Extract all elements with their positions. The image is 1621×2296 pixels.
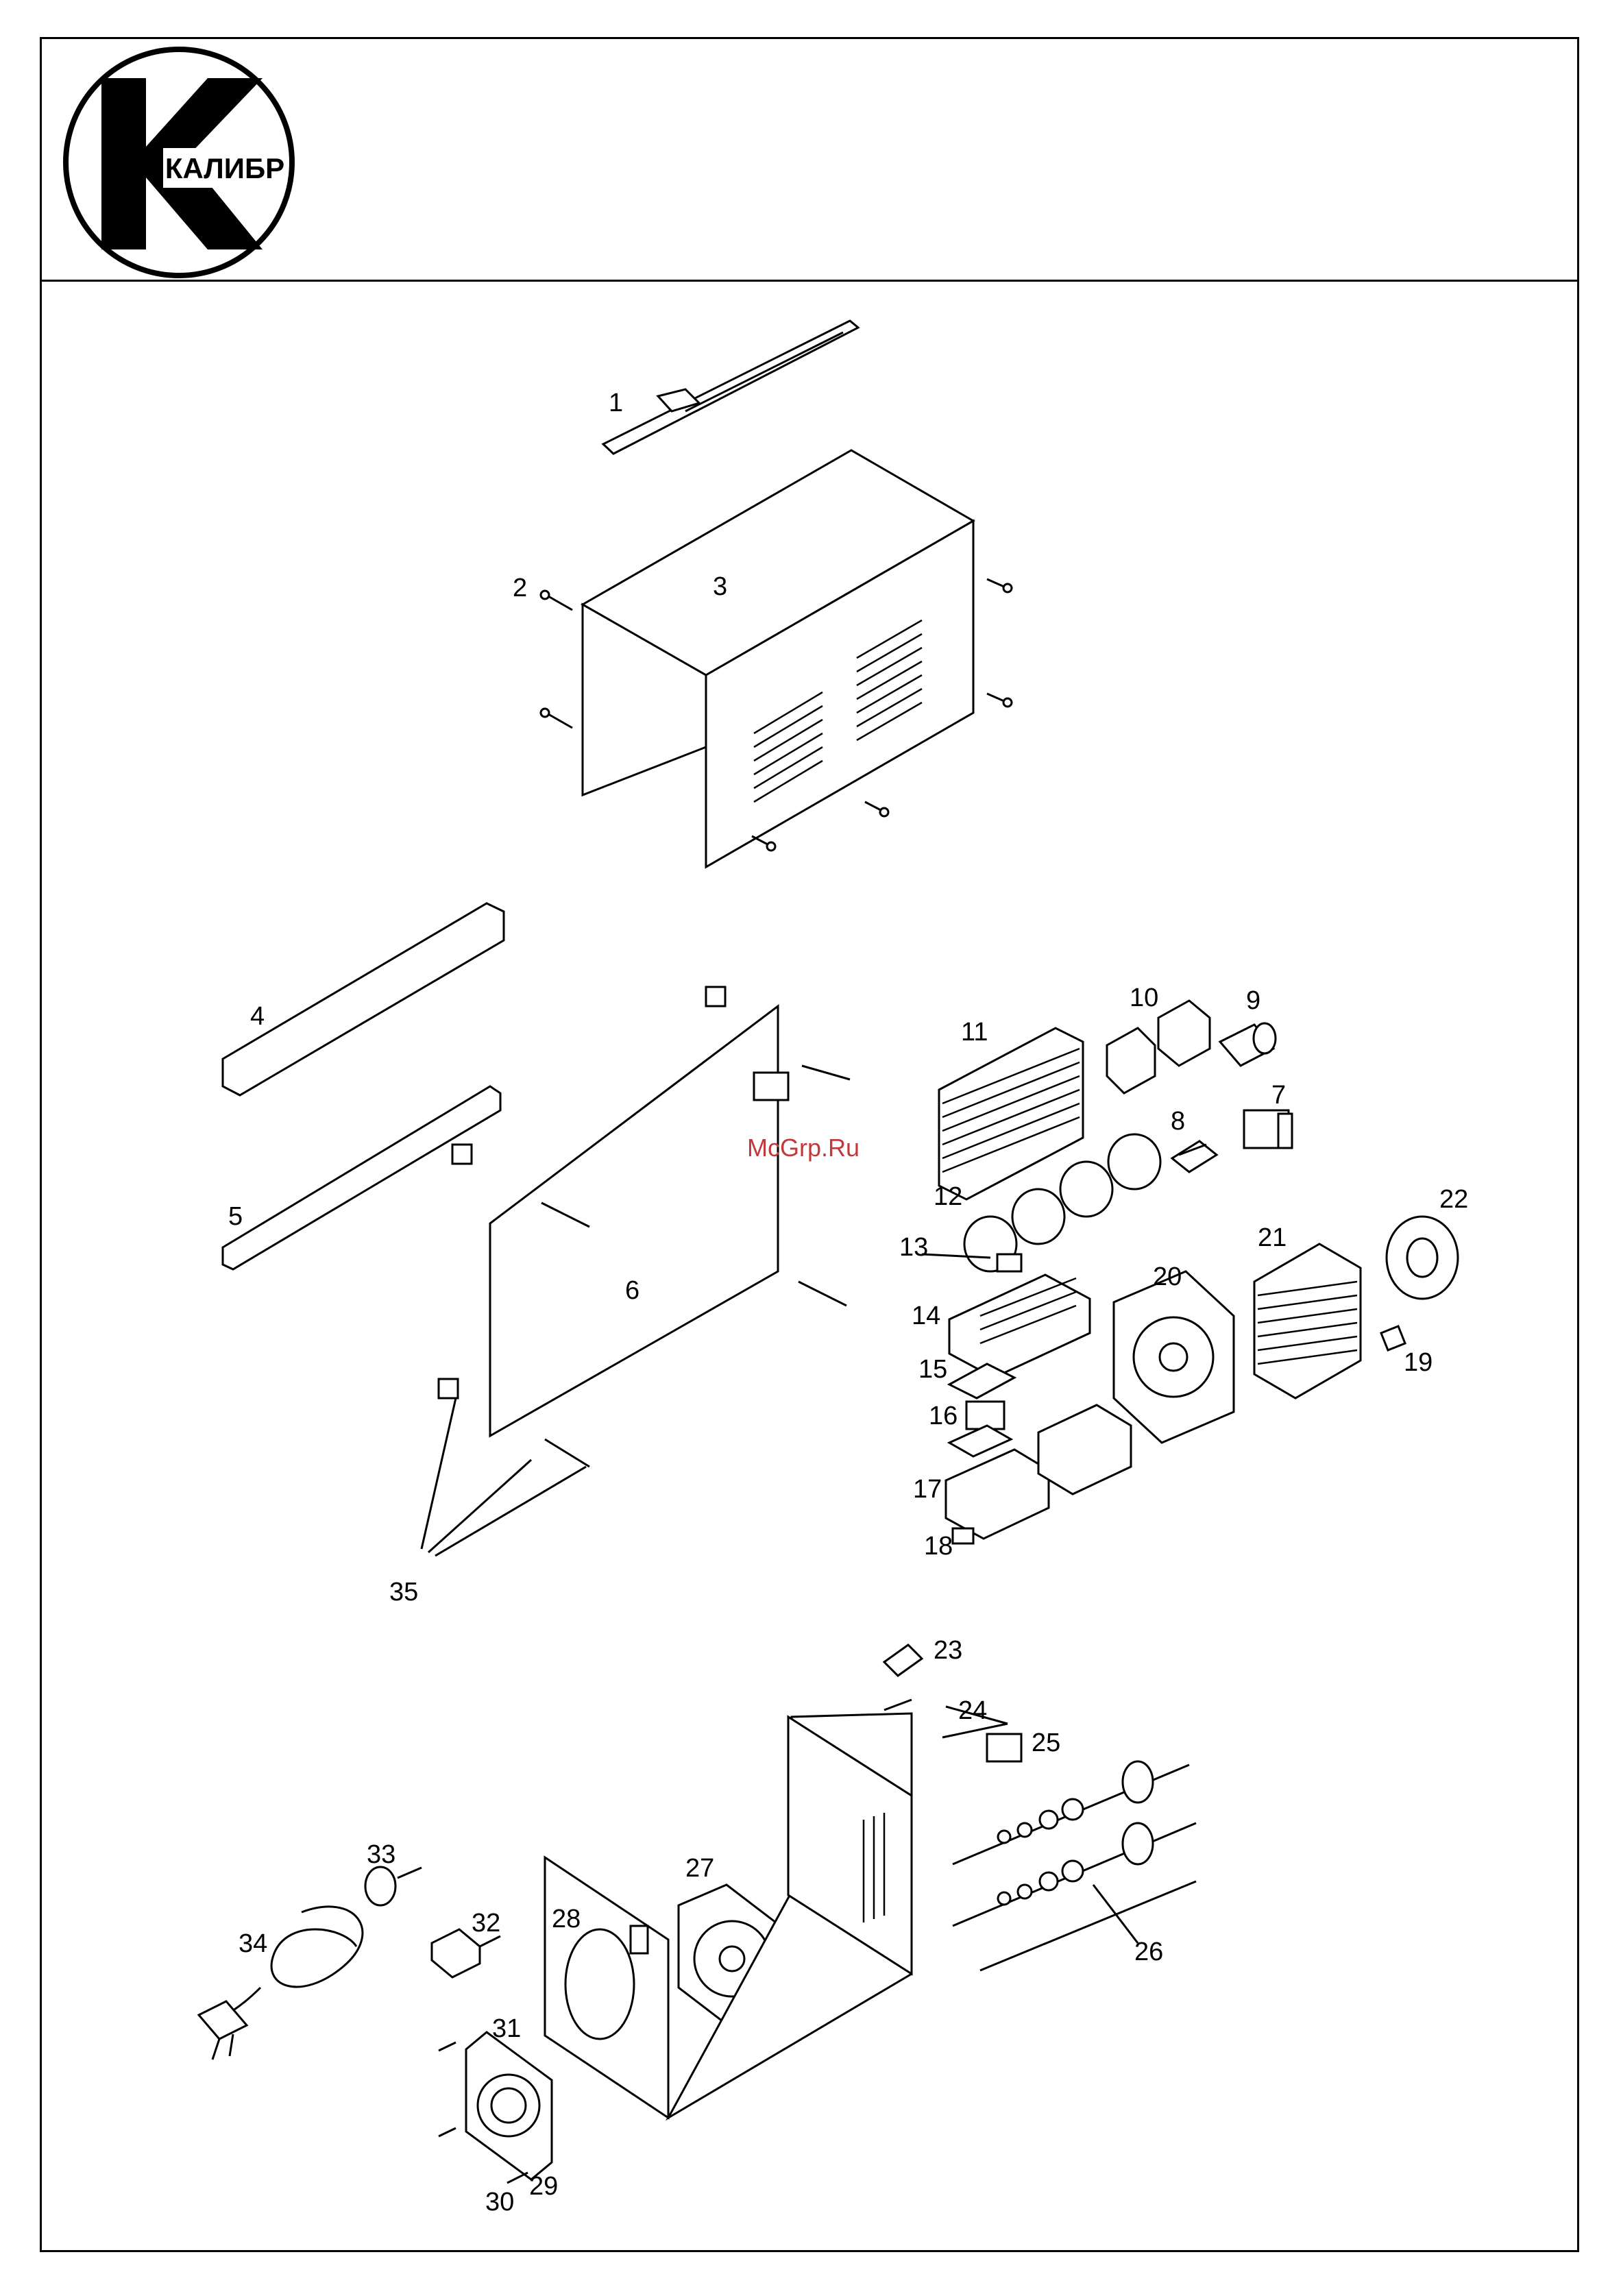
label-part-14: 14 [912, 1302, 940, 1330]
label-part-34: 34 [239, 1929, 267, 1958]
part-handle [603, 321, 858, 454]
part-transistor-heatsink [949, 1254, 1090, 1378]
label-part-26: 26 [1134, 1938, 1163, 1966]
part-brackets [223, 903, 504, 1269]
label-part-23: 23 [934, 1636, 962, 1665]
label-part-33: 33 [367, 1840, 395, 1869]
part-cable-gland [365, 1867, 422, 1905]
label-part-27: 27 [685, 1854, 714, 1883]
label-part-1: 1 [609, 389, 623, 417]
label-part-21: 21 [1258, 1223, 1287, 1252]
label-part-19: 19 [1404, 1348, 1433, 1377]
part-control-boards [946, 1364, 1131, 1543]
part-main-board [439, 987, 850, 1467]
label-part-17: 17 [913, 1475, 942, 1504]
label-part-20: 20 [1153, 1262, 1182, 1291]
part-power-cord [199, 1907, 363, 2060]
part-clip [1172, 1141, 1217, 1172]
label-part-6: 6 [625, 1276, 639, 1305]
label-part-11: 11 [961, 1018, 988, 1047]
part-toroid-coil [1387, 1217, 1458, 1299]
part-capacitor-small [1220, 1023, 1276, 1066]
label-part-9: 9 [1246, 986, 1260, 1015]
label-part-28: 28 [552, 1905, 581, 1933]
label-part-3: 3 [713, 572, 727, 601]
label-part-16: 16 [929, 1402, 958, 1430]
label-part-2: 2 [513, 574, 527, 602]
label-part-29: 29 [529, 2172, 558, 2201]
part-ferrite-bead [1381, 1326, 1405, 1350]
label-part-32: 32 [472, 1909, 500, 1938]
part-ferrite-core [1107, 1001, 1210, 1093]
label-part-8: 8 [1171, 1107, 1185, 1136]
part-heatsink-tall [1254, 1244, 1361, 1398]
part-fan-inner [1114, 1271, 1234, 1443]
label-part-5: 5 [228, 1202, 243, 1231]
label-part-13: 13 [899, 1233, 928, 1262]
label-part-18: 18 [924, 1532, 953, 1561]
label-part-7: 7 [1271, 1081, 1286, 1110]
label-part-4: 4 [250, 1002, 265, 1031]
part-fan-grill [439, 2032, 552, 2183]
label-part-35: 35 [389, 1578, 418, 1607]
label-part-10: 10 [1130, 984, 1158, 1012]
label-part-22: 22 [1439, 1185, 1468, 1214]
label-part-12: 12 [934, 1182, 962, 1211]
label-part-24: 24 [958, 1696, 987, 1725]
label-part-15: 15 [918, 1355, 947, 1384]
label-part-25: 25 [1032, 1729, 1060, 1757]
label-part-30: 30 [485, 2188, 514, 2216]
part-heatsink-large [939, 1028, 1083, 1199]
part-top-cover [583, 450, 973, 867]
label-part-31: 31 [492, 2014, 521, 2043]
part-transformer-small [1244, 1110, 1292, 1148]
watermark-text: McGrp.Ru [747, 1134, 860, 1162]
